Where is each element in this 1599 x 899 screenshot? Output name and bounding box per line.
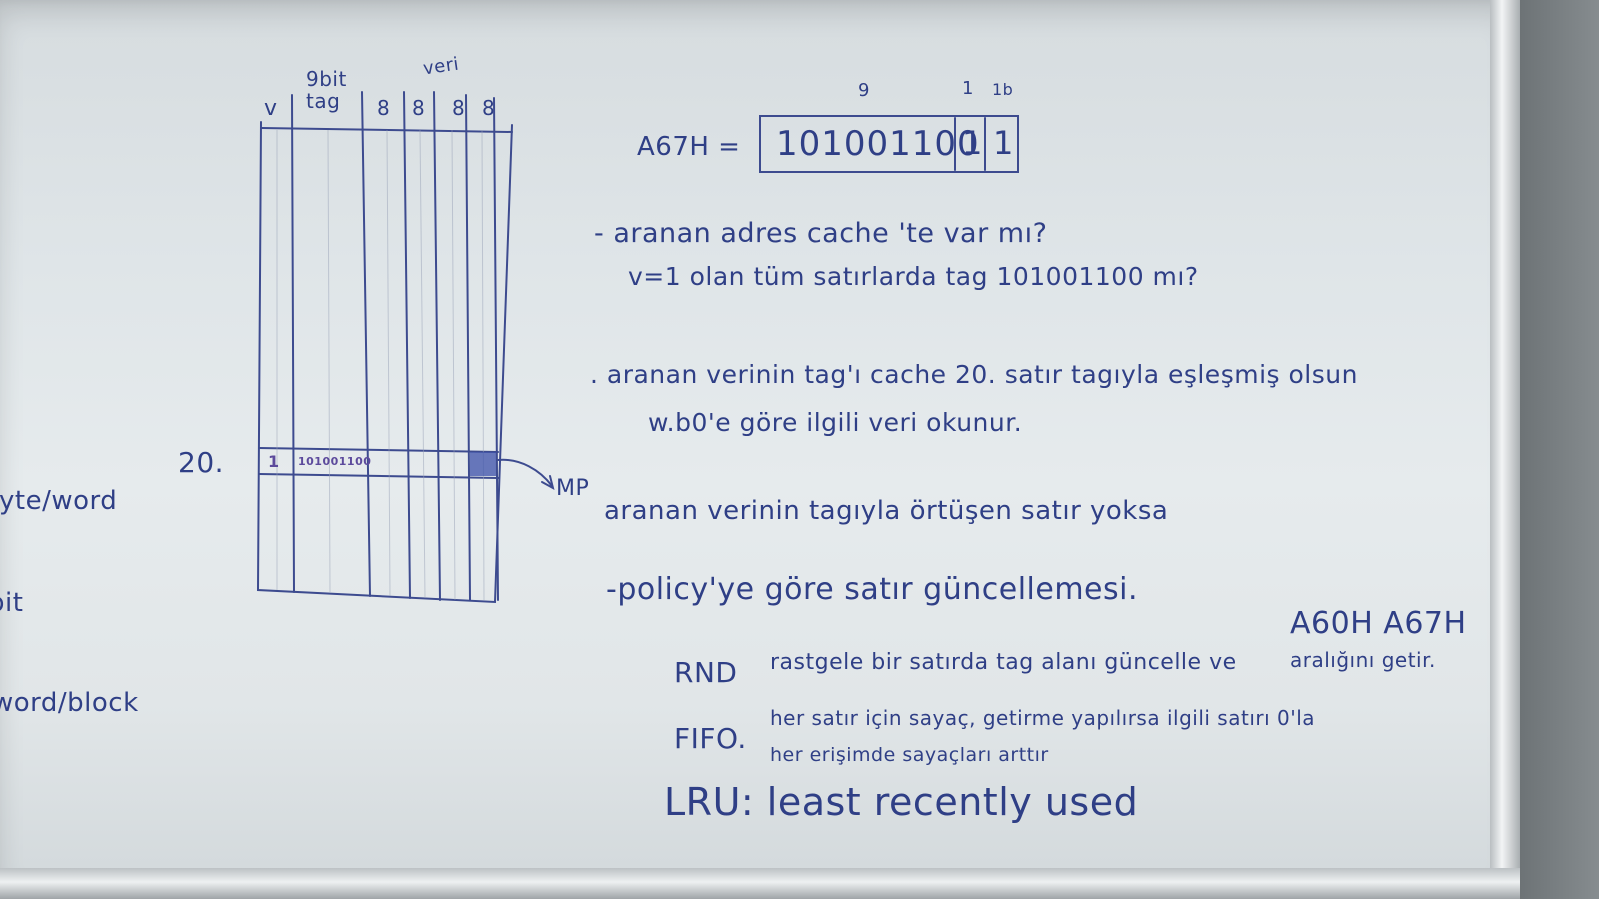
address-field-bit: 1 — [993, 124, 1014, 162]
policy-rnd-address: A60H A67H — [1290, 606, 1467, 641]
cache-header-tag: 9bit tag — [306, 67, 347, 113]
policy-fifo-continued: her erişimde sayaçları arttır — [770, 744, 1049, 766]
cache-column-divider — [361, 91, 371, 597]
cache-column-divider — [291, 94, 295, 593]
cache-header-valid: v — [264, 96, 278, 121]
wall — [1520, 0, 1599, 899]
cache-row-tag: 101001100 — [298, 455, 372, 468]
cache-column-divider — [433, 91, 441, 601]
address-field-caption: 1 — [962, 78, 974, 99]
whiteboard-frame-right — [1490, 0, 1520, 899]
whiteboard-tray — [0, 868, 1520, 899]
note-line: aranan verinin tagıyla örtüşen satır yok… — [604, 496, 1169, 526]
address-register-box — [759, 115, 1019, 173]
policy-fifo-text: her satır için sayaç, getirme yapılırsa … — [770, 706, 1316, 730]
cache-column-divider — [465, 94, 471, 601]
policy-fifo-label: FIFO. — [674, 722, 747, 755]
whiteboard — [0, 0, 1510, 880]
address-field-bit: 1 — [962, 124, 983, 162]
cache-row-20-top — [258, 447, 499, 453]
note-line: - aranan adres cache 'te var mı? — [594, 218, 1048, 249]
note-line: . aranan verinin tag'ı cache 20. satır t… — [590, 360, 1358, 389]
cache-column-divider — [493, 97, 499, 601]
address-tag-caption: 9 — [858, 80, 870, 101]
cache-row-index: 20. — [178, 446, 225, 479]
policy-rnd-label: RND — [674, 656, 738, 689]
pointer-label: MP — [556, 476, 590, 501]
address-expression: A67H = — [637, 132, 741, 162]
note-line: w.b0'e göre ilgili veri okunur. — [648, 408, 1023, 437]
note-line: -policy'ye göre satır güncellemesi. — [606, 572, 1139, 607]
left-block-label: word/block — [0, 688, 139, 718]
cache-table-outline — [256, 121, 513, 604]
cache-row-valid: 1 — [268, 452, 280, 471]
policy-rnd-text: rastgele bir satırda tag alanı güncelle … — [770, 650, 1237, 675]
cache-header-byte: 8 — [452, 96, 466, 120]
cache-row-20-highlight — [470, 452, 496, 476]
address-field-caption: 1b — [992, 80, 1014, 99]
left-bit-label: bit — [0, 588, 24, 618]
address-tag-bits: 101001100 — [776, 124, 980, 164]
cache-row-20-bottom — [258, 473, 499, 479]
policy-rnd-continued: aralığını getir. — [1290, 648, 1436, 672]
note-line: v=1 olan tüm satırlarda tag 101001100 mı… — [628, 262, 1199, 291]
pointer-arrowhead — [541, 475, 555, 490]
policy-lru: LRU: least recently used — [664, 780, 1139, 824]
pointer-arrow — [497, 458, 553, 487]
cache-header-byte: 8 — [412, 96, 426, 120]
cache-column-divider — [403, 91, 411, 599]
cache-header-byte: 8 — [377, 96, 391, 120]
left-word-label: byte/word — [0, 486, 118, 516]
cache-header-byte: 8 — [482, 96, 496, 120]
